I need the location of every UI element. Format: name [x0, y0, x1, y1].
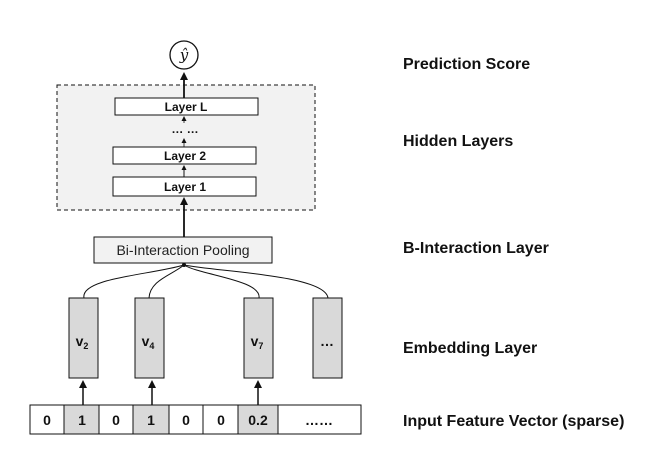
- edge-v2-to-pooling: [83, 264, 185, 299]
- input-cell-7-value: ……: [305, 412, 333, 428]
- prediction-node: [169, 40, 199, 70]
- layer-l-label: Layer L: [165, 100, 208, 114]
- input-cell-6: [237, 404, 279, 435]
- bi-interaction-pooling-label: Bi-Interaction Pooling: [116, 242, 249, 258]
- label-hidden-layers: Hidden Layers: [403, 133, 513, 150]
- embedding-main-v4: v: [142, 333, 150, 349]
- embedding-main-v2: v: [76, 333, 84, 349]
- edge-v7-to-pooling: [183, 264, 260, 299]
- layer-1-box: [112, 176, 257, 197]
- hidden-layers-dots: … …: [171, 122, 198, 136]
- input-cell-1-value: 1: [78, 412, 86, 428]
- layer-l-box: [114, 97, 259, 116]
- label-input-feature-vector: Input Feature Vector (sparse): [403, 413, 624, 430]
- embedding-label-v7: v7: [251, 333, 264, 351]
- pooling-junction: [182, 263, 186, 267]
- input-cell-2-value: 0: [112, 412, 120, 428]
- input-cell-1: [63, 404, 100, 435]
- input-cell-4-value: 0: [182, 412, 190, 428]
- input-cell-3-value: 1: [147, 412, 155, 428]
- embedding-label-v2: v2: [76, 333, 89, 351]
- edge-dots-to-pooling: [183, 264, 329, 299]
- embedding-sub-v4: 4: [149, 341, 154, 351]
- input-cell-7: [277, 404, 362, 435]
- input-cell-6-value: 0.2: [248, 412, 268, 428]
- label-interaction-layer: B-Interaction Layer: [403, 240, 549, 257]
- prediction-symbol: ŷ: [179, 46, 189, 64]
- layer-1-label: Layer 1: [164, 180, 206, 194]
- label-embedding-layer: Embedding Layer: [403, 340, 537, 357]
- input-cell-5-value: 0: [217, 412, 225, 428]
- embedding-box-v7: [243, 297, 274, 379]
- input-cell-4: [168, 404, 204, 435]
- embedding-box-v2: [68, 297, 99, 379]
- input-cell-5: [202, 404, 239, 435]
- edge-v4-to-pooling: [148, 264, 185, 299]
- embedding-box-v4: [134, 297, 165, 379]
- embedding-label-v4: v4: [142, 333, 155, 351]
- input-cell-0: [29, 404, 65, 435]
- layer-2-label: Layer 2: [164, 149, 206, 163]
- embedding-main-v7: v: [251, 333, 259, 349]
- embedding-label-more: …: [320, 333, 334, 349]
- embedding-sub-v2: 2: [83, 341, 88, 351]
- embedding-box-more: [312, 297, 343, 379]
- layer-2-box: [112, 146, 257, 165]
- label-prediction-score: Prediction Score: [403, 56, 530, 73]
- input-cell-0-value: 0: [43, 412, 51, 428]
- bi-interaction-pooling-box: [93, 236, 273, 264]
- embedding-sub-v7: 7: [258, 341, 263, 351]
- input-cell-2: [98, 404, 134, 435]
